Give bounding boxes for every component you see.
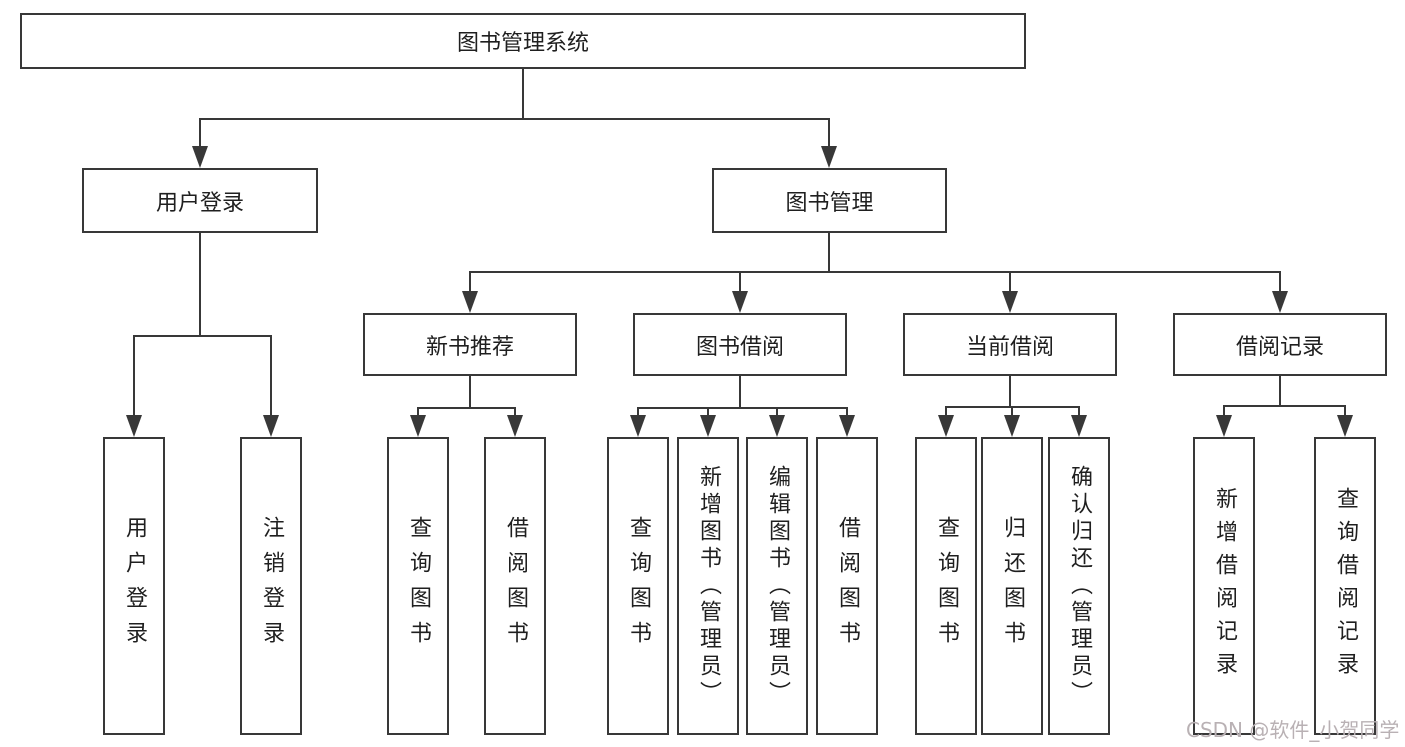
wire-userlogin-to-leaves <box>133 233 272 416</box>
node-label: 图书管理系统 <box>456 31 589 56</box>
leaf-label: 用户登录 <box>122 516 147 656</box>
leaf-label: 注销登录 <box>259 516 284 656</box>
wire-newbooks-to-leaves <box>417 376 516 416</box>
node-library-management-system: 图书管理系统 <box>20 13 1026 69</box>
leaf-add-books-admin: 新增图书（管理员） <box>677 437 739 735</box>
leaf-label: 查询图书 <box>406 516 431 656</box>
node-book-borrow: 图书借阅 <box>633 313 847 376</box>
leaf-logout: 注销登录 <box>240 437 302 735</box>
leaf-edit-books-admin: 编辑图书（管理员） <box>746 437 808 735</box>
wire-currentborrow-to-leaves <box>945 376 1080 416</box>
leaf-add-borrow-record: 新增借阅记录 <box>1193 437 1255 735</box>
node-book-management: 图书管理 <box>712 168 947 233</box>
leaf-label: 查询图书 <box>626 516 651 656</box>
wire-bookborrow-to-leaves <box>637 376 848 416</box>
wire-root-to-level2 <box>199 69 830 147</box>
leaf-label: 归还图书 <box>1000 516 1025 656</box>
leaf-label: 借阅图书 <box>835 516 860 656</box>
leaf-label: 新增借阅记录 <box>1212 487 1237 685</box>
leaf-label: 借阅图书 <box>503 516 528 656</box>
leaf-label: 确认归还（管理员） <box>1067 464 1092 708</box>
node-new-book-recommend: 新书推荐 <box>363 313 577 376</box>
leaf-query-books-borrow: 查询图书 <box>607 437 669 735</box>
node-borrow-records: 借阅记录 <box>1173 313 1387 376</box>
leaf-label: 查询图书 <box>934 516 959 656</box>
node-user-login: 用户登录 <box>82 168 318 233</box>
wire-borrowrecords-to-leaves <box>1223 376 1346 416</box>
leaf-label: 编辑图书（管理员） <box>765 464 790 708</box>
leaf-user-login: 用户登录 <box>103 437 165 735</box>
node-label: 新书推荐 <box>425 334 514 360</box>
leaf-borrow-books: 借阅图书 <box>816 437 878 735</box>
node-label: 图书管理 <box>785 190 874 216</box>
csdn-watermark: CSDN @软件_小贺同学 <box>1186 718 1400 742</box>
leaf-query-books-recommend: 查询图书 <box>387 437 449 735</box>
leaf-label: 查询借阅记录 <box>1333 487 1358 685</box>
leaf-return-books: 归还图书 <box>981 437 1043 735</box>
leaf-query-borrow-record: 查询借阅记录 <box>1314 437 1376 735</box>
node-label: 用户登录 <box>155 190 244 216</box>
leaf-confirm-return-admin: 确认归还（管理员） <box>1048 437 1110 735</box>
node-label: 当前借阅 <box>965 334 1054 360</box>
leaf-borrow-books-recommend: 借阅图书 <box>484 437 546 735</box>
node-current-borrow: 当前借阅 <box>903 313 1117 376</box>
node-label: 图书借阅 <box>695 334 784 360</box>
node-label: 借阅记录 <box>1235 334 1324 360</box>
leaf-label: 新增图书（管理员） <box>696 464 721 708</box>
leaf-query-books-current: 查询图书 <box>915 437 977 735</box>
wire-bookmgmt-to-level3 <box>469 233 1281 292</box>
